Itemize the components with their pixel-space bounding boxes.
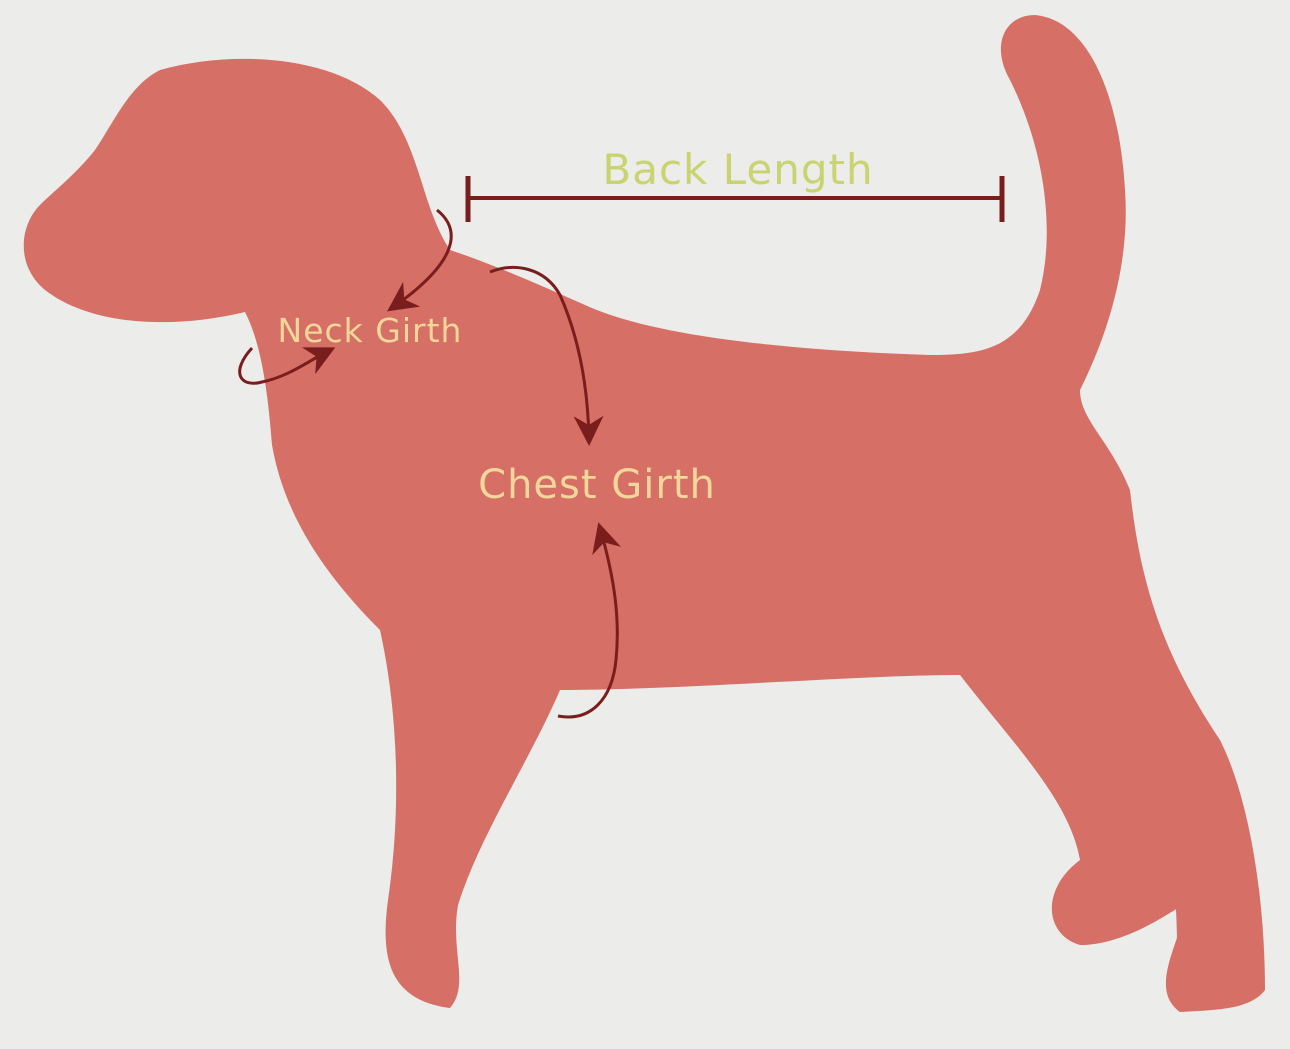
chest-girth-label: Chest Girth <box>478 462 716 508</box>
neck-girth-label: Neck Girth <box>278 311 463 350</box>
back-length-label: Back Length <box>602 145 873 194</box>
